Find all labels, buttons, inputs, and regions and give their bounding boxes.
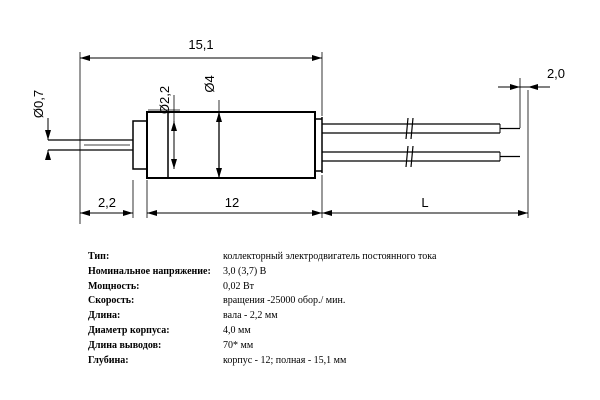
- dim-lead-tip: 2,0: [547, 66, 565, 81]
- spec-value: 0,02 Вт: [223, 280, 255, 292]
- spec-row-lead-length: Длина выводов: 70* мм: [88, 339, 436, 354]
- spec-table: Тип: коллекторный электродвигатель посто…: [88, 250, 436, 368]
- spec-label: Номинальное напряжение:: [88, 265, 211, 277]
- spec-value: коллекторный электродвигатель постоянног…: [223, 251, 437, 262]
- spec-value: 70* мм: [223, 339, 254, 351]
- spec-value: вала - 2,2 мм: [223, 310, 278, 322]
- spec-value: 3,0 (3,7) В: [223, 265, 267, 277]
- dimension-lines: [45, 55, 550, 216]
- spec-label: Скорость:: [88, 295, 135, 307]
- spec-row-power: Мощность: 0,02 Вт: [88, 280, 436, 295]
- spec-label: Глубина:: [88, 354, 129, 366]
- lead-wires: [322, 117, 520, 168]
- dim-lead-length: L: [421, 195, 428, 210]
- dim-shaft-diameter: Ø2,2: [157, 86, 172, 114]
- dim-wire-diameter: Ø0,7: [31, 90, 46, 118]
- spec-row-type: Тип: коллекторный электродвигатель посто…: [88, 250, 436, 265]
- dim-shaft-length: 2,2: [98, 195, 116, 210]
- spec-label: Длина выводов:: [88, 339, 162, 351]
- extension-lines: [79, 52, 529, 224]
- spec-row-diameter: Диаметр корпуса: 4,0 мм: [88, 324, 436, 339]
- spec-label: Длина:: [88, 310, 121, 322]
- motor-drawing: 15,1 2,0 2,2 12 L Ø2,2 Ø4 Ø0,7: [31, 37, 565, 224]
- motor-outline: [132, 111, 323, 179]
- spec-row-speed: Скорость: вращения -25000 обор./ мин.: [88, 294, 436, 309]
- spec-value: 4,0 мм: [223, 324, 251, 336]
- spec-label: Тип:: [88, 251, 110, 262]
- shaft: [48, 139, 133, 151]
- spec-value: вращения -25000 обор./ мин.: [223, 295, 346, 307]
- dim-body-length: 12: [225, 195, 239, 210]
- spec-row-depth: Глубина: корпус - 12; полная - 15,1 мм: [88, 354, 436, 369]
- spec-row-voltage: Номинальное напряжение: 3,0 (3,7) В: [88, 265, 436, 280]
- spec-label: Мощность:: [88, 280, 140, 292]
- dim-body-diameter: Ø4: [202, 75, 217, 92]
- spec-label: Диаметр корпуса:: [88, 324, 170, 336]
- spec-value: корпус - 12; полная - 15,1 мм: [223, 354, 347, 366]
- spec-row-length: Длина: вала - 2,2 мм: [88, 309, 436, 324]
- dim-total-length: 15,1: [188, 37, 213, 52]
